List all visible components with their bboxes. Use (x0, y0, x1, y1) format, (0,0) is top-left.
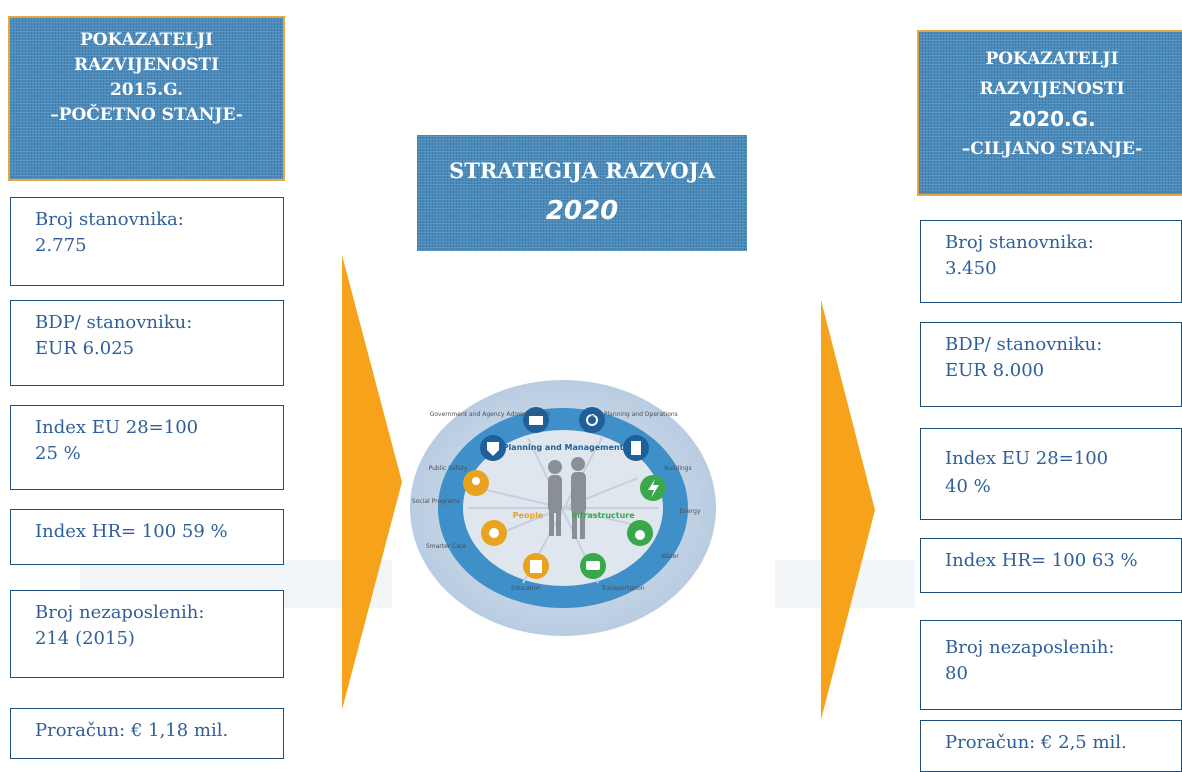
right-indicator-hr-index: Index HR= 100 63 % (920, 538, 1182, 593)
right-chevron-arrow (821, 300, 875, 720)
header-strategy-title: STRATEGIJA RAZVOJA (449, 158, 715, 183)
indicator-label: Index HR= 100 63 % (945, 550, 1138, 571)
left-indicator-unemployed: Broj nezaposlenih: 214 (2015) (10, 590, 284, 678)
transportation-icon (580, 553, 606, 579)
header-strategy: STRATEGIJA RAZVOJA 2020 (417, 135, 747, 251)
city-planning-icon (579, 407, 605, 433)
left-indicator-hr-index: Index HR= 100 59 % (10, 509, 284, 565)
header-2015: POKAZATELJI RAZVIJENOSTI 2015.G. –POČETN… (8, 16, 285, 181)
right-indicator-population: Broj stanovnika: 3.450 (920, 220, 1182, 303)
label-energy: Energy (679, 508, 700, 515)
left-indicator-eu-index: Index EU 28=100 25 % (10, 405, 284, 490)
indicator-value: 3.450 (945, 258, 997, 279)
government-icon (523, 407, 549, 433)
header-2020-line2: RAZVIJENOSTI (979, 79, 1125, 99)
indicator-label: Index HR= 100 59 % (35, 521, 228, 542)
header-2020-subtitle: –CILJANO STANJE- (961, 139, 1143, 159)
indicator-label: Broj stanovnika: (945, 232, 1094, 253)
right-indicator-budget: Proračun: € 2,5 mil. (920, 720, 1182, 772)
left-chevron-arrow (342, 255, 402, 710)
header-strategy-year: 2020 (545, 196, 619, 226)
header-2020-year: 2020.G. (1008, 107, 1096, 131)
indicator-label: Broj stanovnika: (35, 209, 184, 230)
indicator-label: BDP/ stanovniku: (35, 312, 193, 333)
indicator-label: BDP/ stanovniku: (945, 334, 1103, 355)
indicator-label: Proračun: € 2,5 mil. (945, 732, 1127, 753)
left-chevron-shape (342, 255, 402, 710)
label-city-planning: City Planning and Operations (590, 411, 678, 418)
smart-city-diagram: Government and Agency Administration Cit… (410, 380, 716, 636)
label-education: Education (511, 585, 541, 592)
header-2020: POKAZATELJI RAZVIJENOSTI 2020.G. –CILJAN… (917, 30, 1182, 196)
right-indicator-gdp: BDP/ stanovniku: EUR 8.000 (920, 322, 1182, 407)
header-2020-line1: POKAZATELJI (985, 49, 1119, 69)
label-people: People (513, 511, 544, 520)
label-buildings: Buildings (664, 465, 691, 472)
map-streets (468, 435, 658, 584)
left-indicator-budget: Proračun: € 1,18 mil. (10, 708, 284, 759)
right-chevron-shape (821, 300, 875, 720)
social-programs-icon (463, 470, 489, 496)
header-2015-year: 2015.G. (109, 80, 184, 100)
indicator-value: 25 % (35, 443, 81, 464)
label-water: Water (661, 553, 679, 560)
indicator-value: EUR 8.000 (945, 360, 1045, 381)
public-safety-icon (480, 435, 506, 461)
header-2015-line2: RAZVIJENOSTI (73, 55, 220, 75)
label-government: Government and Agency Administration (430, 411, 551, 418)
label-smarter-care: Smarter Care (426, 543, 466, 550)
people-silhouettes (548, 457, 586, 539)
water-icon (627, 520, 653, 546)
right-indicator-eu-index: Index EU 28=100 40 % (920, 428, 1182, 520)
education-icon (523, 553, 549, 579)
label-social-programs: Social Programs (412, 498, 460, 505)
left-indicator-population: Broj stanovnika: 2.775 (10, 197, 284, 286)
smarter-care-icon (481, 520, 507, 546)
indicator-label: Proračun: € 1,18 mil. (35, 720, 229, 741)
left-indicator-gdp: BDP/ stanovniku: EUR 6.025 (10, 300, 284, 386)
indicator-label: Index EU 28=100 (35, 417, 199, 438)
buildings-icon (623, 435, 649, 461)
right-indicator-unemployed: Broj nezaposlenih: 80 (920, 620, 1182, 710)
indicator-value: 40 % (945, 476, 991, 497)
label-public-safety: Public Safety (429, 465, 468, 472)
indicator-value: 80 (945, 663, 968, 684)
indicator-value: 214 (2015) (35, 628, 135, 649)
energy-icon (640, 475, 666, 501)
label-infrastructure: Infrastructure (571, 511, 635, 520)
indicator-label: Index EU 28=100 (945, 448, 1109, 469)
indicator-label: Broj nezaposlenih: (35, 602, 205, 623)
indicator-label: Broj nezaposlenih: (945, 637, 1115, 658)
indicator-value: 2.775 (35, 235, 87, 256)
header-2015-line1: POKAZATELJI (79, 30, 214, 50)
label-planning-management: Planning and Management (503, 443, 624, 452)
label-transportation: Transportation (600, 585, 645, 592)
indicator-value: EUR 6.025 (35, 338, 135, 359)
header-2015-subtitle: –POČETNO STANJE- (50, 105, 243, 125)
